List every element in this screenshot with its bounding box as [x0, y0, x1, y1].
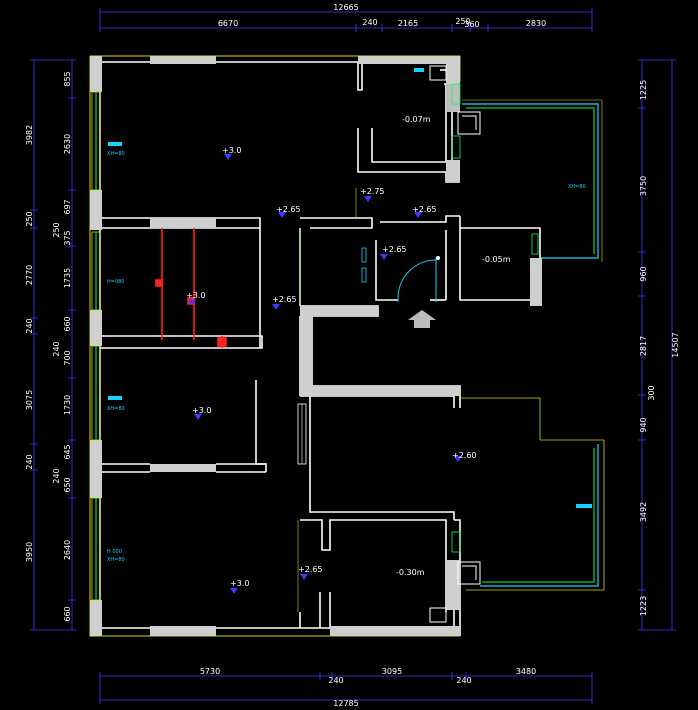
dim-left-i9: 700 [63, 350, 72, 365]
dim-top-c: 2165 [398, 19, 418, 28]
dim-left-i13: 650 [63, 477, 72, 492]
dim-left-i7: 660 [63, 316, 72, 331]
dim-left-i2: 2630 [63, 134, 72, 154]
dim-right-i7: 1223 [639, 596, 648, 616]
level-r9: -0.05m [482, 255, 511, 264]
dim-left-o7: 3950 [25, 542, 34, 562]
dim-left-i15: 660 [63, 606, 72, 621]
level-r8: +2.65 [272, 295, 297, 304]
tag-t1: XH=80 [107, 151, 125, 157]
tag-t3: XH=80 [107, 406, 125, 412]
walls [99, 61, 541, 636]
entry-door [397, 256, 440, 302]
balcony-glazing [460, 99, 605, 591]
dim-right-i4: 2817 [639, 336, 648, 356]
dim-top-f: 2830 [526, 19, 546, 28]
dim-top-d: 250 [455, 17, 470, 26]
dim-top-a: 6670 [218, 19, 238, 28]
dim-top-total: 12665 [333, 3, 358, 12]
level-r14: -0.30m [396, 568, 425, 577]
fixtures [108, 65, 592, 623]
dim-right-i1: 1225 [639, 80, 648, 100]
tag-t4: H 000 [107, 549, 122, 555]
dim-left-o6: 240 [25, 454, 34, 469]
level-r4: +2.65 [276, 205, 301, 214]
dim-bot-c: 3095 [382, 667, 402, 676]
dimension-lines [30, 8, 676, 704]
level-r12: +3.0 [230, 579, 249, 588]
level-r6: +2.65 [382, 245, 407, 254]
entry-arrow-icon [408, 310, 436, 328]
dim-bot-b: 240 [328, 676, 343, 685]
level-markers [188, 154, 462, 594]
level-r2: -0.07m [402, 115, 431, 124]
pipes [155, 228, 227, 348]
dim-right-m: 300 [647, 385, 656, 400]
dim-left-o1: 3982 [25, 125, 34, 145]
level-r13: +2.65 [298, 565, 323, 574]
dim-left-i8: 240 [52, 341, 61, 356]
windows [91, 83, 539, 601]
dim-right-i5: 940 [639, 417, 648, 432]
level-r10: +3.0 [192, 406, 211, 415]
dim-left-i4: 250 [52, 222, 61, 237]
level-r1: +3.0 [222, 146, 241, 155]
dim-left-i6: 1735 [63, 268, 72, 288]
dim-left-i14: 2640 [63, 540, 72, 560]
exterior-frame [89, 55, 461, 637]
dimension-labels: 12665 6670 240 2165 250 360 2830 5730 24… [25, 3, 680, 708]
dim-top-b: 240 [362, 18, 377, 27]
wall-solids [90, 56, 542, 636]
level-labels: +3.0 -0.07m +2.75 +2.65 +2.65 +2.65 +3.0… [186, 115, 511, 588]
dim-left-i3: 697 [63, 199, 72, 214]
dim-left-i5: 375 [63, 230, 72, 245]
dim-bot-total: 12785 [333, 699, 358, 708]
dim-left-i1: 855 [63, 71, 72, 86]
dim-bot-e: 3480 [516, 667, 536, 676]
dim-top-e: 360 [464, 20, 479, 29]
dim-left-i12: 240 [52, 468, 61, 483]
dim-right-i2: 3750 [639, 176, 648, 196]
dim-bot-a: 5730 [200, 667, 220, 676]
level-r3: +2.75 [360, 187, 385, 196]
dim-right-i3: 960 [639, 266, 648, 281]
level-r7: +3.0 [186, 291, 205, 300]
dim-left-o4: 240 [25, 318, 34, 333]
dim-right-i6: 3492 [639, 502, 648, 522]
dim-left-i11: 645 [63, 444, 72, 459]
dim-left-o5: 3075 [25, 390, 34, 410]
window-tags: XH=80 H=080 XH=80 H 000 XH=80 XH=80 [107, 151, 586, 563]
tag-t2: H=080 [107, 279, 125, 285]
tag-t5: XH=80 [107, 557, 125, 563]
dim-left-o3: 2770 [25, 265, 34, 285]
dim-left-i10: 1730 [63, 395, 72, 415]
level-r11: +2.60 [452, 451, 477, 460]
level-r5: +2.65 [412, 205, 437, 214]
dim-left-o2: 250 [25, 211, 34, 226]
dim-right-total: 14507 [671, 332, 680, 357]
dim-bot-d: 240 [456, 676, 471, 685]
tag-t6: XH=80 [568, 184, 586, 190]
